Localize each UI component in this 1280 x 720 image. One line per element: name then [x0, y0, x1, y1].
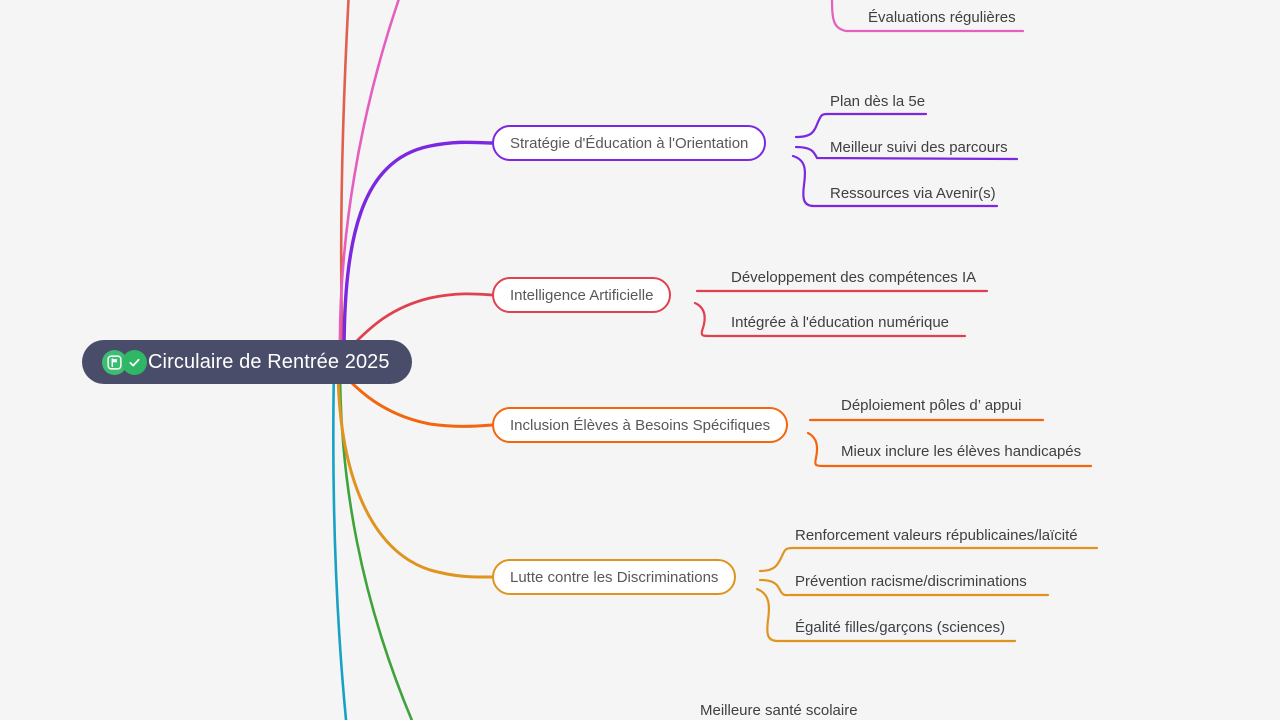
- root-node[interactable]: Circulaire de Rentrée 2025: [82, 340, 412, 384]
- leaf-integree-education-numerique[interactable]: Intégrée à l'éducation numérique: [731, 314, 950, 331]
- spine-pink-top: [338, 0, 400, 362]
- leaf-connector-discriminations-1: [758, 546, 1099, 573]
- spine-cyan-bottom: [332, 364, 348, 720]
- branch-node-discriminations[interactable]: Lutte contre les Discriminations: [492, 559, 737, 595]
- branch-connector-orientation: [342, 140, 494, 358]
- check-icon: [122, 349, 147, 375]
- leaf-meilleur-suivi-des-parcours[interactable]: Meilleur suivi des parcours: [830, 139, 1008, 156]
- leaf-connector-orientation-1: [794, 112, 928, 139]
- branch-connector-discriminations: [336, 372, 494, 579]
- leaf-mieux-inclure-eleves-handicapes[interactable]: Mieux inclure les élèves handicapés: [841, 443, 1082, 460]
- branch-label-ia: Intelligence Artificielle: [510, 286, 654, 304]
- root-badges: [102, 349, 147, 375]
- leaf-meilleure-sante-scolaire[interactable]: Meilleure santé scolaire: [700, 702, 858, 719]
- branch-node-orientation[interactable]: Stratégie d'Éducation à l'Orientation: [492, 125, 767, 161]
- spine-green-bottom: [338, 364, 414, 720]
- leaf-evaluations-regulieres[interactable]: Évaluations régulières: [868, 9, 1016, 26]
- spine-coral-top: [339, 0, 350, 364]
- leaf-ressources-via-avenirs[interactable]: Ressources via Avenir(s): [830, 185, 996, 202]
- branch-label-inclusion: Inclusion Élèves à Besoins Spécifiques: [510, 416, 771, 434]
- root-title: Circulaire de Rentrée 2025: [148, 350, 390, 373]
- branch-node-ia[interactable]: Intelligence Artificielle: [492, 277, 672, 313]
- leaf-egalite-filles-garcons[interactable]: Égalité filles/garçons (sciences): [795, 619, 1006, 636]
- leaf-prevention-racisme-discriminations[interactable]: Prévention racisme/discriminations: [795, 573, 1027, 590]
- branch-label-orientation: Stratégie d'Éducation à l'Orientation: [510, 134, 749, 152]
- branch-label-discriminations: Lutte contre les Discriminations: [510, 568, 719, 586]
- leaf-developpement-competences-ia[interactable]: Développement des compétences IA: [731, 269, 977, 286]
- leaf-deploiement-poles-appui[interactable]: Déploiement pôles d’ appui: [841, 397, 1022, 414]
- leaf-plan-des-la-5e[interactable]: Plan dès la 5e: [830, 93, 926, 110]
- branch-node-inclusion[interactable]: Inclusion Élèves à Besoins Spécifiques: [492, 407, 789, 443]
- leaf-renforcement-valeurs-republicaines[interactable]: Renforcement valeurs républicaines/laïci…: [795, 527, 1078, 544]
